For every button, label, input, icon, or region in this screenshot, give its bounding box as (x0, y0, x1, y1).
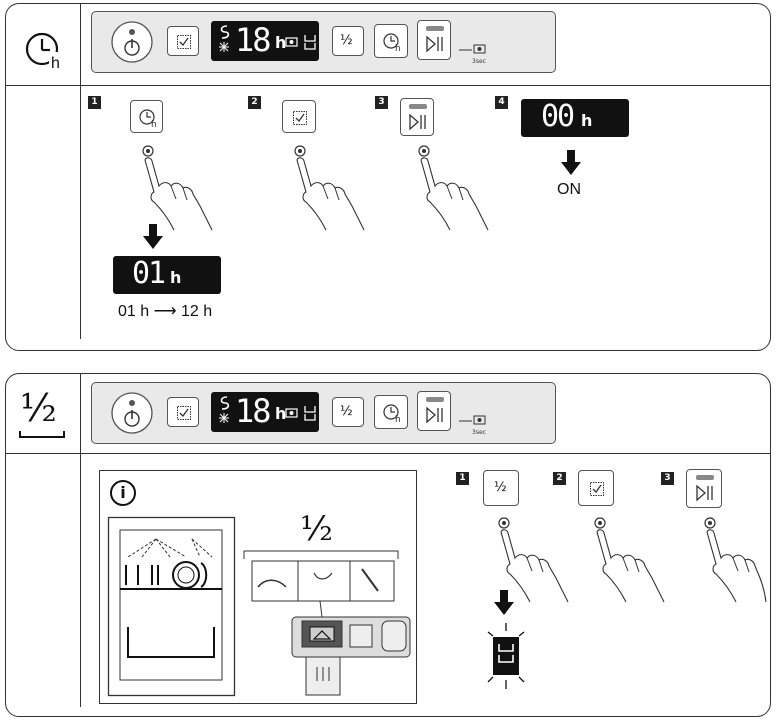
hold-duration-label: 3sec (472, 429, 486, 436)
rinse-aid-salt-icons (219, 396, 230, 423)
display-screen: 18 h (211, 21, 319, 61)
program-button[interactable] (578, 470, 614, 506)
panel-divider (6, 453, 770, 454)
panel-column-divider (80, 4, 81, 339)
half-load-icon: ½ (340, 33, 353, 48)
display-indicator-icons (285, 406, 316, 421)
detergent-dispenser-illustration (243, 550, 411, 696)
delay-start-icon: h (383, 404, 401, 425)
svg-text:h: h (51, 55, 60, 72)
hours-range-label: 01 h ⟶ 12 h (118, 303, 213, 320)
svg-text:h: h (395, 44, 401, 54)
start-pause-button[interactable] (686, 469, 722, 508)
program-button[interactable] (282, 100, 316, 133)
start-pause-button[interactable] (417, 20, 451, 60)
delay-start-icon: h (383, 33, 401, 54)
dishwasher-rack-illustration (107, 516, 236, 697)
start-pause-icon (409, 104, 427, 131)
display-unit: h (275, 404, 287, 423)
start-pause-icon (426, 26, 444, 53)
delay-display-value: 00 (541, 99, 575, 134)
arrow-down-icon (561, 150, 581, 175)
display-indicator-icons (285, 35, 316, 50)
half-load-symbol: ½ (300, 509, 333, 549)
info-box: i ½ (99, 470, 417, 704)
svg-text:h: h (151, 120, 157, 130)
delay-start-button[interactable]: h (374, 395, 408, 429)
half-load-button[interactable]: ½ (332, 26, 364, 56)
pressing-hand-icon (294, 145, 365, 231)
half-load-indicator-blinking-icon (487, 623, 525, 689)
power-button[interactable] (109, 390, 155, 436)
svg-text:h: h (395, 415, 401, 425)
display-screen: 18 h (211, 392, 319, 432)
half-load-underline-icon (19, 431, 65, 438)
display-digits: 18 (235, 21, 272, 59)
step-number: 2 (248, 96, 261, 109)
start-pause-button[interactable] (400, 98, 434, 136)
half-load-panel: ½ 18 h (5, 373, 771, 717)
half-load-button[interactable]: ½ (332, 397, 364, 427)
program-icon (177, 35, 191, 49)
arrow-down-icon (143, 224, 163, 249)
half-load-icon: ½ (494, 480, 507, 495)
delay-start-button[interactable]: h (374, 24, 408, 58)
arrow-down-icon (494, 590, 514, 615)
half-load-header-symbol: ½ (20, 386, 57, 430)
rinse-aid-salt-icons (219, 25, 230, 52)
step-number: 2 (553, 472, 566, 485)
pressing-hand-icon (418, 145, 489, 231)
hours-display-value: 01 (132, 256, 166, 291)
start-pause-icon (696, 475, 714, 502)
panel-column-divider (80, 374, 81, 707)
delay-display: 00 h (521, 99, 629, 137)
pressing-hand-icon (498, 517, 569, 603)
program-icon (590, 482, 604, 496)
hold-indicator-icon (459, 44, 486, 54)
control-panel: 18 h ½ h (91, 382, 556, 444)
step-number: 3 (661, 472, 674, 485)
delay-start-button[interactable]: h (130, 100, 163, 133)
step-number: 1 (88, 96, 101, 109)
info-icon: i (110, 480, 136, 506)
display-unit: h (275, 33, 287, 52)
half-load-button[interactable]: ½ (483, 470, 519, 506)
program-button[interactable] (167, 26, 199, 56)
pressing-hand-icon (142, 145, 213, 231)
hold-duration-label: 3sec (472, 58, 486, 65)
display-digits: 18 (235, 392, 272, 430)
program-button[interactable] (167, 397, 199, 427)
step-number: 4 (495, 96, 508, 109)
step-number: 3 (375, 96, 388, 109)
hold-indicator-icon (459, 415, 486, 425)
panel-divider (6, 85, 770, 86)
program-icon (293, 111, 307, 125)
half-load-icon: ½ (340, 404, 353, 419)
step-number: 1 (456, 472, 469, 485)
delay-start-header-icon: h (25, 32, 65, 72)
delay-start-panel: h 18 h (5, 3, 771, 351)
hours-display-unit: h (170, 268, 182, 287)
start-pause-icon (426, 397, 444, 424)
control-panel: 18 h ½ h (91, 11, 556, 73)
pressing-hand-icon (704, 517, 767, 603)
start-pause-button[interactable] (417, 391, 451, 431)
hours-display: 01 h (113, 256, 221, 294)
on-label: ON (557, 181, 581, 198)
program-icon (177, 406, 191, 420)
pressing-hand-icon (594, 517, 665, 603)
power-button[interactable] (109, 19, 155, 65)
delay-start-icon: h (139, 109, 157, 130)
delay-display-unit: h (581, 111, 593, 130)
